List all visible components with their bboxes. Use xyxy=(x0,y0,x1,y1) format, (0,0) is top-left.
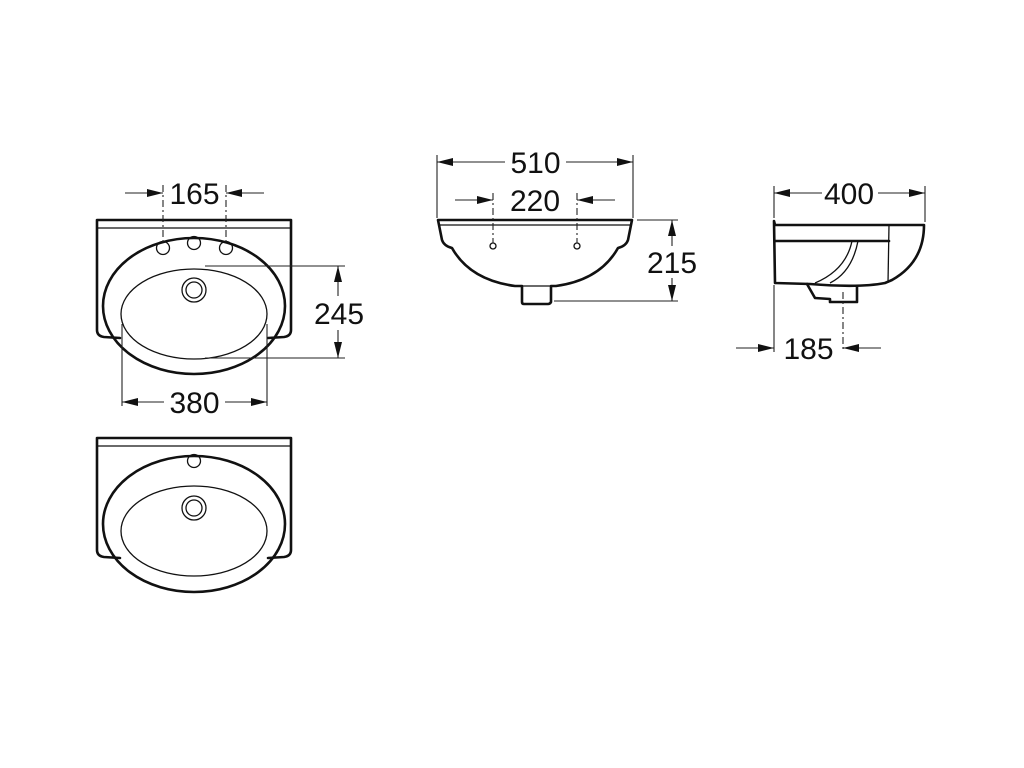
arrow-icon xyxy=(617,158,633,166)
arrow-icon xyxy=(122,398,138,406)
arrow-icon xyxy=(334,342,342,358)
arrow-icon xyxy=(577,196,593,204)
dimension-label-380: 380 xyxy=(169,387,219,420)
arrow-icon xyxy=(437,158,453,166)
arrow-icon xyxy=(909,189,925,197)
arrow-icon xyxy=(477,196,493,204)
fixing-hole-left xyxy=(489,242,497,250)
top-view-single-hole xyxy=(95,436,293,594)
fixing-hole-right xyxy=(573,242,581,250)
bowl-curve xyxy=(814,240,853,284)
arrow-icon xyxy=(843,344,859,352)
basin-front-edge xyxy=(887,224,890,284)
dimension-label-220: 220 xyxy=(510,185,560,218)
arrow-icon xyxy=(226,189,242,197)
dimension-label-165: 165 xyxy=(169,178,219,211)
side-view: 400 185 xyxy=(736,178,926,366)
arrow-icon xyxy=(758,344,774,352)
dimension-label-245: 245 xyxy=(314,298,364,331)
arrow-icon xyxy=(774,189,790,197)
dimension-label-215: 215 xyxy=(647,247,697,280)
basin-bowl xyxy=(120,268,268,360)
basin-front-outline xyxy=(436,218,634,306)
drain-inner xyxy=(185,281,203,299)
basin-rim xyxy=(101,454,287,594)
basin-outline xyxy=(95,436,293,560)
dimension-label-185: 185 xyxy=(783,333,833,366)
arrow-icon xyxy=(668,220,676,236)
dimension-label-400: 400 xyxy=(824,178,874,211)
arrow-icon xyxy=(147,189,163,197)
drain-outer xyxy=(181,277,207,303)
tap-hole-left xyxy=(155,240,171,256)
drain-inner xyxy=(185,499,203,517)
waste-outlet xyxy=(805,282,859,304)
basin-bowl xyxy=(120,485,268,577)
basin-side-outline xyxy=(772,219,926,288)
tap-hole-center xyxy=(186,453,202,469)
front-view: 510 220 215 xyxy=(436,147,697,306)
arrow-icon xyxy=(334,266,342,282)
top-view-three-hole: 165 245 380 xyxy=(95,178,364,420)
drain-outer xyxy=(181,495,207,521)
basin-outline xyxy=(95,218,293,340)
arrow-icon xyxy=(251,398,267,406)
arrow-icon xyxy=(668,285,676,301)
basin-rim xyxy=(101,236,287,376)
bowl-curve-inner xyxy=(829,240,859,284)
dimension-label-510: 510 xyxy=(510,147,560,180)
tap-hole-center xyxy=(186,235,202,251)
